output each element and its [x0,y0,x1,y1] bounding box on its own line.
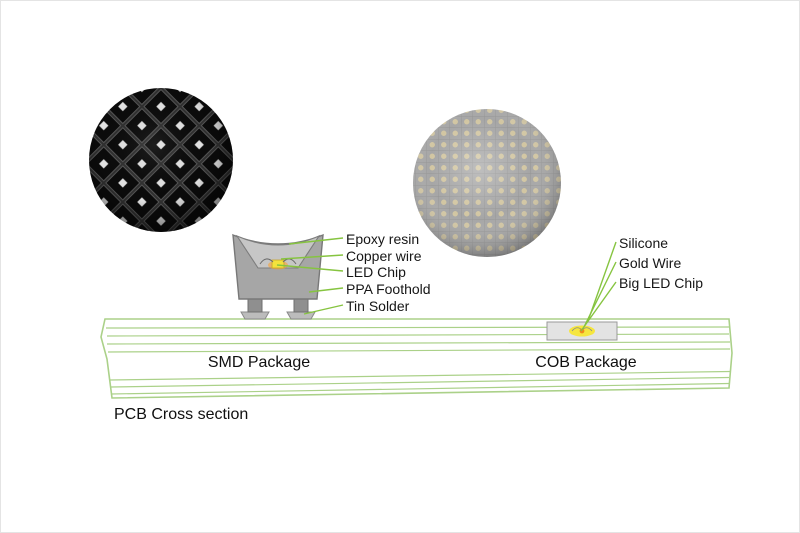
label-led-chip: LED Chip [346,264,406,280]
ppa-leg-left [247,297,263,313]
label-gold-wire: Gold Wire [619,255,682,271]
diagram-title: PCB Cross section [114,406,249,423]
label-ppa-foothold: PPA Foothold [346,281,431,297]
cob-package-name: COB Package [535,354,637,371]
label-silicone: Silicone [619,235,669,251]
smd-package-name: SMD Package [207,354,311,371]
label-epoxy-resin: Epoxy resin [346,231,420,247]
cob-package-illustration [546,321,618,341]
ppa-leg-right [293,297,309,313]
label-big-led-chip: Big LED Chip [619,275,704,291]
label-tin-solder: Tin Solder [346,298,410,314]
smd-closeup-photo [89,88,233,232]
cob-glow-center [579,328,585,334]
label-copper-wire: Copper wire [346,248,422,264]
tin-solder-left [240,311,270,320]
pcb-layer-lines [105,326,731,395]
smd-package-illustration [232,233,324,320]
led-chip [271,259,285,269]
cob-closeup-photo [413,109,561,257]
smd-connector-lines [276,237,344,315]
cob-connector-lines [580,241,617,332]
